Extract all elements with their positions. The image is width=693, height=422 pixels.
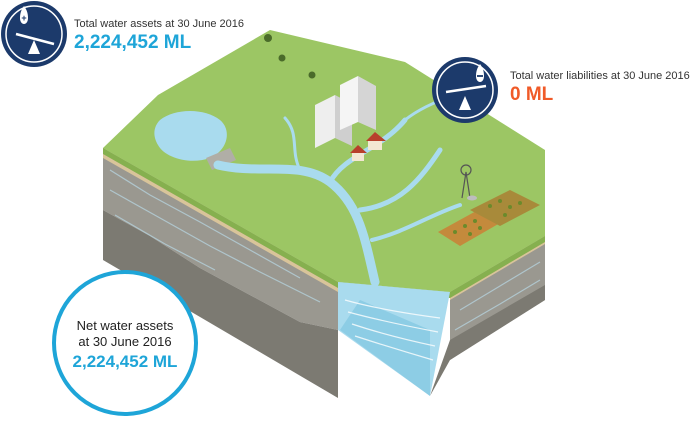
net-assets-value: 2,224,452 ML	[72, 352, 178, 371]
liabilities-value: 0 ML	[510, 84, 554, 105]
assets-badge: +	[1, 1, 67, 67]
lake	[154, 111, 227, 161]
net-assets-label-line2: at 30 June 2016	[78, 334, 172, 349]
houses	[350, 132, 386, 161]
windmill	[460, 164, 472, 199]
water-tank	[467, 195, 477, 201]
liabilities-callout: Total water liabilities at 30 June 2016 …	[510, 70, 690, 106]
svg-text:+: +	[21, 13, 26, 23]
assets-callout: Total water assets at 30 June 2016 2,224…	[74, 18, 244, 54]
net-assets-label-line1: Net water assets	[76, 318, 174, 333]
rock-lower-left	[103, 210, 338, 398]
waterfall-lines	[344, 299, 441, 361]
rock-texture	[109, 169, 541, 331]
assets-label: Total water assets at 30 June 2016	[74, 18, 244, 30]
city-buildings	[315, 76, 376, 148]
liabilities-badge	[432, 57, 498, 123]
balance-scale-plus-icon: +	[15, 6, 55, 54]
waterfall-front	[340, 300, 430, 396]
river-network	[213, 93, 462, 287]
assets-value: 2,224,452 ML	[74, 32, 192, 53]
liabilities-label: Total water liabilities at 30 June 2016	[510, 70, 690, 82]
trees	[264, 34, 316, 79]
net-assets-circle: Net water assets at 30 June 2016 2,224,4…	[52, 270, 198, 416]
dam	[206, 148, 236, 170]
crop-fields	[438, 190, 540, 246]
balance-scale-minus-icon	[445, 64, 487, 110]
rock-face-left	[103, 148, 338, 330]
rock-lower-right	[430, 285, 545, 396]
